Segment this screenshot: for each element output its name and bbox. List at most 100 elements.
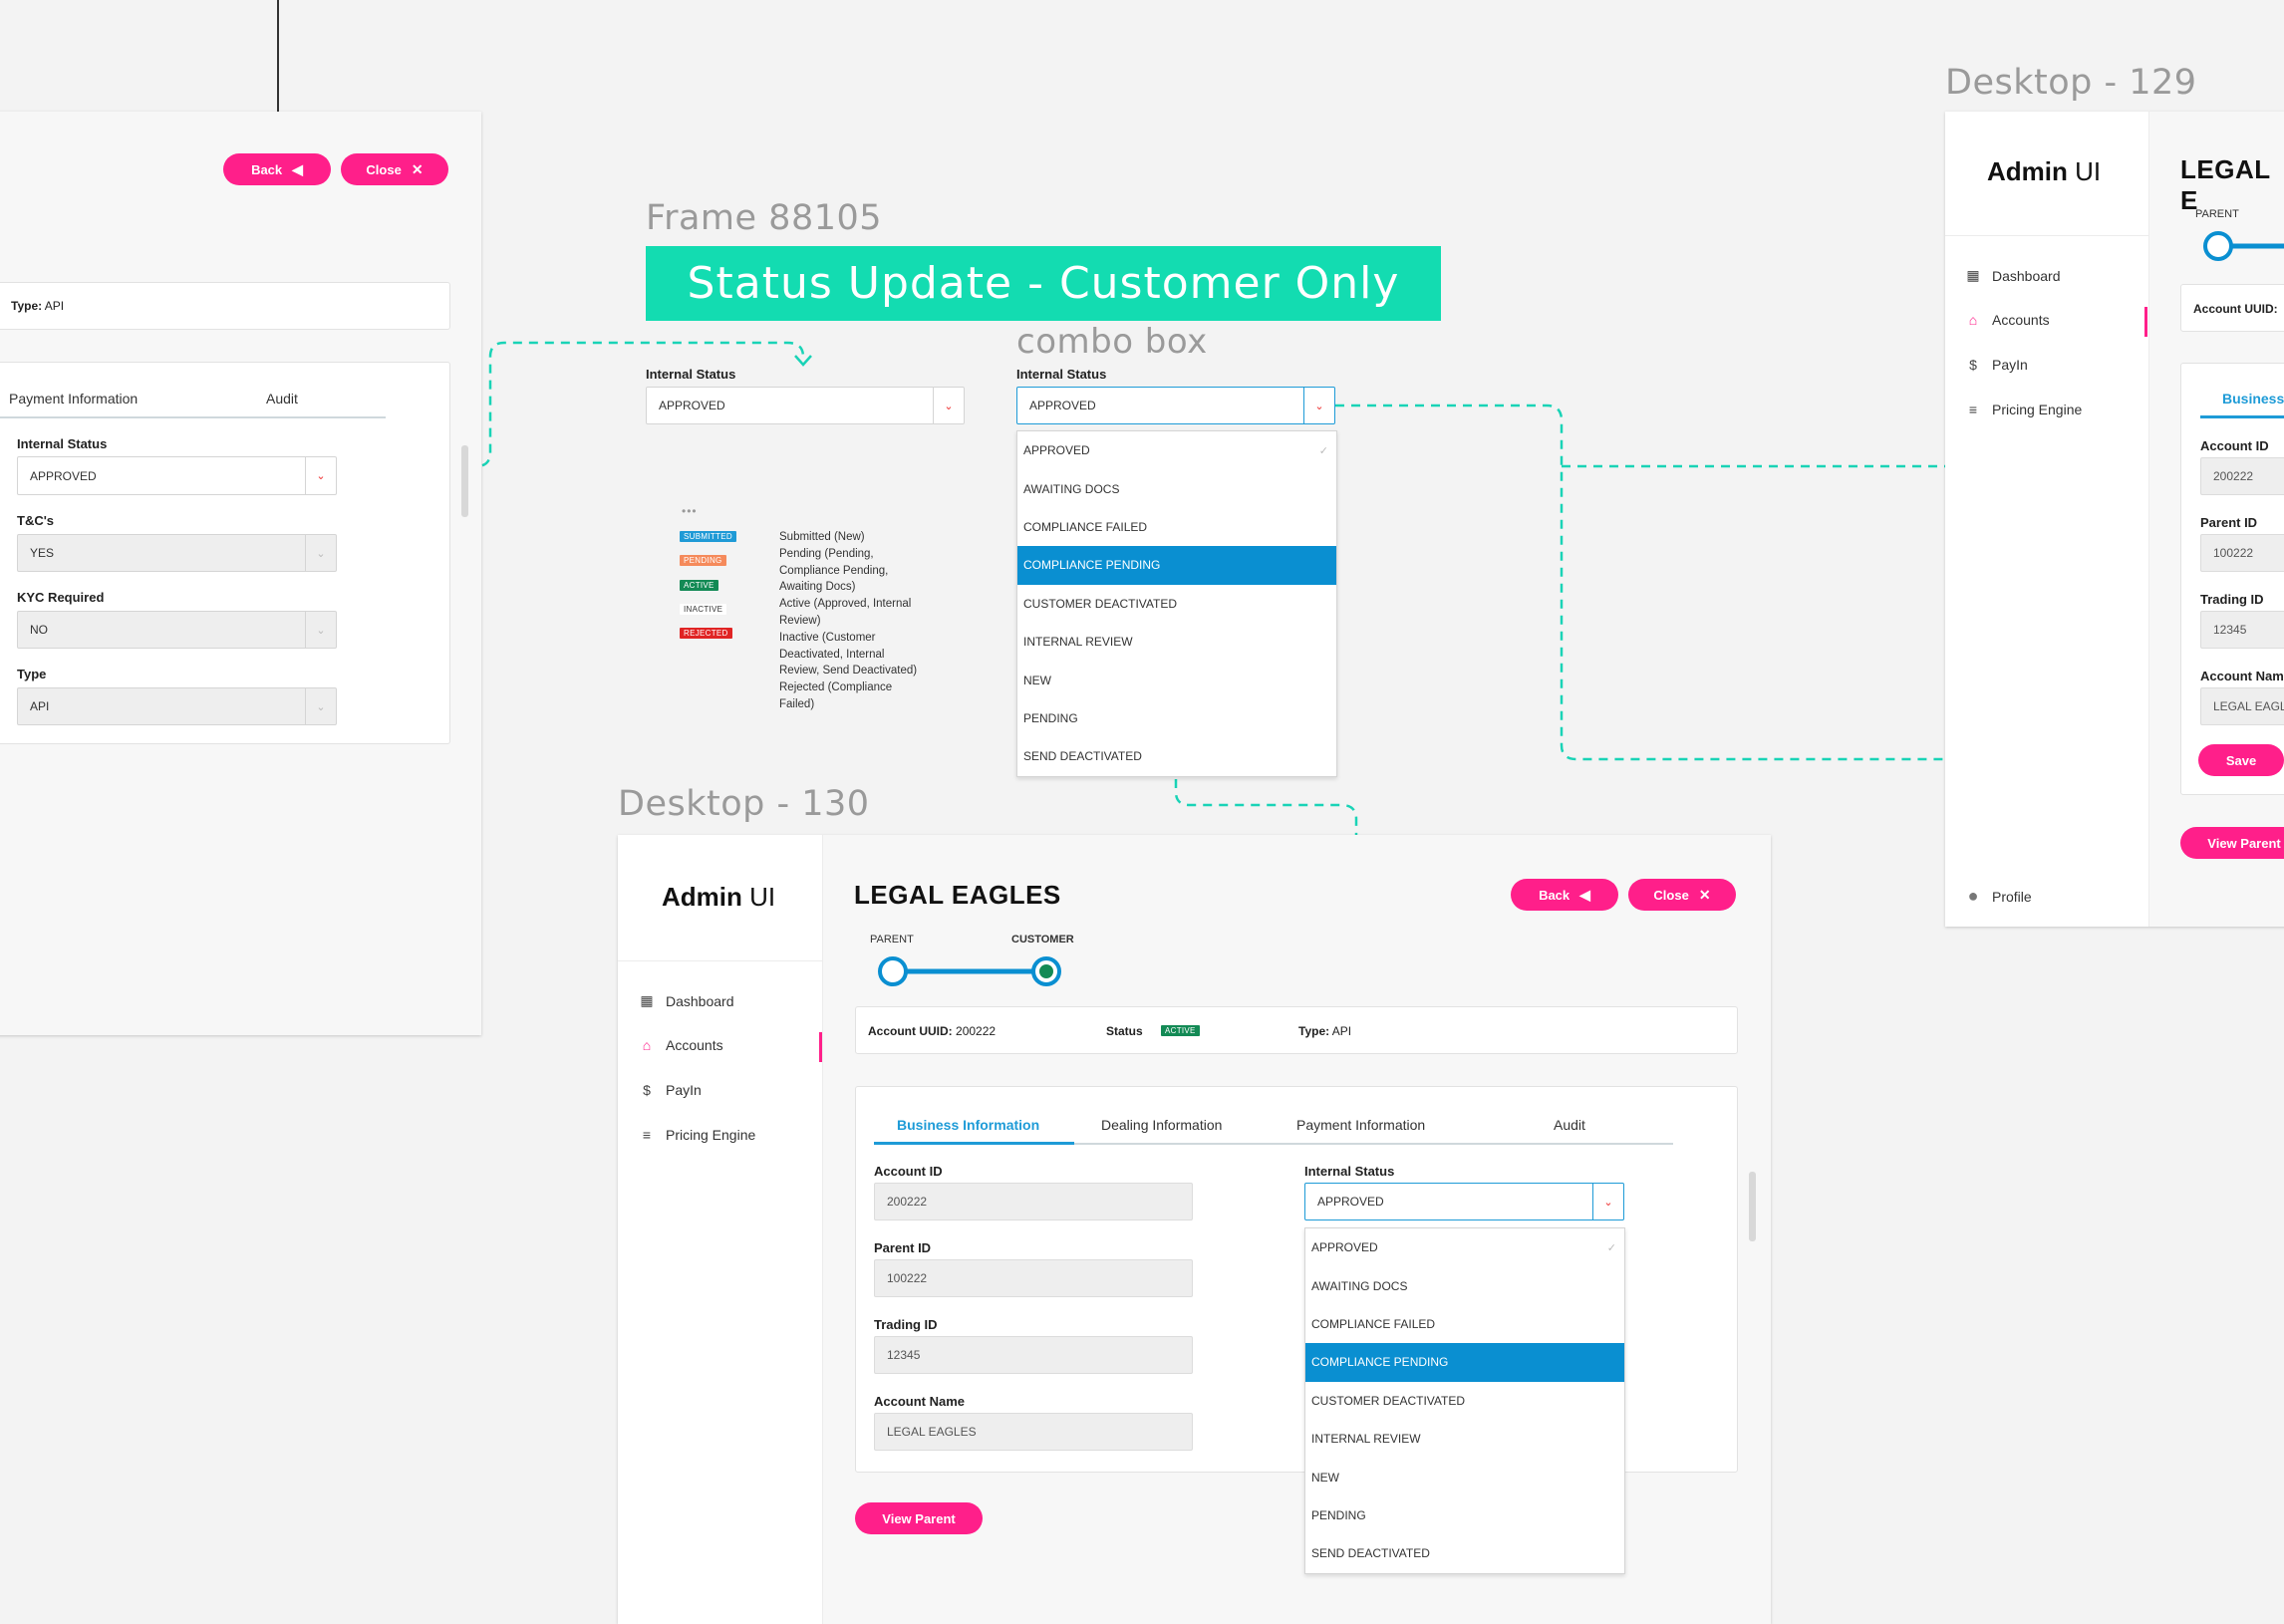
- account-name-label: Account Nam: [2200, 669, 2284, 683]
- parent-id-field[interactable]: 100222: [2200, 534, 2284, 572]
- account-id-field[interactable]: 200222: [2200, 457, 2284, 495]
- view-parent-button[interactable]: View Parent: [2180, 827, 2284, 859]
- nav-label: Pricing Engine: [1992, 402, 2083, 417]
- sidebar-item-profile[interactable]: ●Profile: [1964, 886, 2032, 907]
- combo-internal-status-select[interactable]: APPROVED ⌄: [1016, 387, 1335, 424]
- option-label: APPROVED: [1311, 1240, 1378, 1255]
- option-customer-deactivated[interactable]: CUSTOMER DEACTIVATED: [1017, 585, 1336, 623]
- tab-payment-information[interactable]: Payment Information: [9, 391, 139, 406]
- close-button[interactable]: Close ✕: [341, 153, 448, 185]
- close-label: Close: [366, 161, 402, 177]
- option-pending[interactable]: PENDING: [1305, 1496, 1624, 1534]
- nav-label: PayIn: [666, 1082, 702, 1098]
- scrollbar[interactable]: [1749, 1172, 1756, 1241]
- option-label: AWAITING DOCS: [1023, 481, 1120, 496]
- tab-payment-information[interactable]: Payment Information: [1296, 1117, 1426, 1133]
- kyc-select[interactable]: NO ⌄: [17, 611, 337, 649]
- close-icon: ✕: [1698, 886, 1711, 903]
- back-button[interactable]: Back◀: [1511, 879, 1618, 911]
- option-new[interactable]: NEW: [1305, 1458, 1624, 1495]
- internal-status-select[interactable]: APPROVED ⌄: [646, 387, 965, 424]
- trading-id-field[interactable]: 12345: [874, 1336, 1193, 1374]
- kyc-value: NO: [30, 623, 48, 637]
- account-name-label: Account Name: [874, 1394, 966, 1409]
- trading-id-value: 12345: [2213, 623, 2247, 637]
- sidebar-item-payin[interactable]: $PayIn: [1964, 357, 2028, 373]
- combo-options-list: APPROVED✓ AWAITING DOCS COMPLIANCE FAILE…: [1016, 430, 1337, 777]
- sidebar-item-accounts[interactable]: ⌂Accounts: [638, 1037, 723, 1053]
- option-awaiting-docs[interactable]: AWAITING DOCS: [1305, 1266, 1624, 1304]
- account-id-field[interactable]: 200222: [874, 1183, 1193, 1220]
- option-pending[interactable]: PENDING: [1017, 699, 1336, 737]
- nav-label: Dashboard: [666, 992, 734, 1009]
- scrollbar[interactable]: [461, 445, 468, 517]
- option-compliance-pending[interactable]: COMPLIANCE PENDING: [1017, 546, 1336, 585]
- logo-light: UI: [2075, 156, 2102, 186]
- internal-status-select[interactable]: APPROVED ⌄: [1304, 1183, 1624, 1220]
- sidebar: [1945, 112, 2149, 927]
- option-label: INTERNAL REVIEW: [1311, 1432, 1421, 1447]
- desktop-130-label: Desktop - 130: [618, 784, 870, 824]
- close-button[interactable]: Close✕: [1628, 879, 1736, 911]
- account-name-field[interactable]: LEGAL EAGL: [2200, 687, 2284, 725]
- internal-status-value: APPROVED: [30, 468, 97, 483]
- parent-id-field[interactable]: 100222: [874, 1259, 1193, 1297]
- account-id-value: 200222: [887, 1195, 928, 1209]
- option-approved[interactable]: APPROVED ✓: [1305, 1228, 1624, 1266]
- account-id-label: Account ID: [874, 1164, 943, 1179]
- tab-bar-line: [874, 1143, 1673, 1145]
- option-approved[interactable]: APPROVED✓: [1017, 431, 1336, 469]
- back-label: Back: [251, 161, 283, 177]
- details-card: [2180, 363, 2284, 795]
- chevron-down-icon: ⌄: [933, 388, 964, 423]
- save-button[interactable]: Save: [2198, 744, 2284, 776]
- tc-select[interactable]: YES ⌄: [17, 534, 337, 572]
- sidebar-item-pricing-engine[interactable]: ≡Pricing Engine: [638, 1127, 755, 1143]
- option-internal-review[interactable]: INTERNAL REVIEW: [1017, 623, 1336, 661]
- kyc-label: KYC Required: [17, 590, 105, 605]
- sidebar-item-accounts[interactable]: ⌂ Accounts: [1964, 312, 2050, 328]
- tab-business-information[interactable]: Business: [2222, 391, 2284, 406]
- chevron-down-icon: ⌄: [1592, 1184, 1623, 1219]
- dashboard-icon: ▦: [1966, 267, 1980, 283]
- legend-line: Review): [779, 614, 821, 627]
- option-send-deactivated[interactable]: SEND DEACTIVATED: [1017, 737, 1336, 775]
- option-label: PENDING: [1311, 1507, 1366, 1522]
- option-compliance-failed[interactable]: COMPLIANCE FAILED: [1305, 1305, 1624, 1343]
- option-compliance-failed[interactable]: COMPLIANCE FAILED: [1017, 508, 1336, 546]
- legend-line: Inactive (Customer: [779, 631, 876, 644]
- tab-dealing-information[interactable]: Dealing Information: [1101, 1117, 1223, 1133]
- option-send-deactivated[interactable]: SEND DEACTIVATED: [1305, 1534, 1624, 1572]
- nav-label: Profile: [1992, 888, 2032, 905]
- trading-id-field[interactable]: 12345: [2200, 611, 2284, 649]
- account-uuid: Account UUID: 200222: [868, 1024, 996, 1038]
- parent-id-value: 100222: [2213, 546, 2254, 560]
- sidebar-item-payin[interactable]: $PayIn: [638, 1082, 702, 1098]
- type-info-card: Type: API: [0, 282, 450, 330]
- sidebar-item-pricing-engine[interactable]: ≡Pricing Engine: [1964, 402, 2082, 417]
- legend-line: Deactivated, Internal: [779, 648, 885, 661]
- tab-business-information[interactable]: Business Information: [897, 1117, 1040, 1133]
- account-name-field[interactable]: LEGAL EAGLES: [874, 1413, 1193, 1451]
- legend-line: Pending (Pending,: [779, 547, 874, 560]
- uuid-label: Account UUID:: [868, 1024, 953, 1038]
- tab-audit[interactable]: Audit: [1554, 1117, 1585, 1133]
- nav-label: Accounts: [1992, 312, 2050, 328]
- option-compliance-pending[interactable]: COMPLIANCE PENDING: [1305, 1343, 1624, 1382]
- option-awaiting-docs[interactable]: AWAITING DOCS: [1017, 469, 1336, 507]
- back-button[interactable]: Back ◀: [223, 153, 331, 185]
- bank-icon: ⌂: [1968, 312, 1978, 328]
- option-new[interactable]: NEW: [1017, 661, 1336, 698]
- chevron-down-icon: ⌄: [305, 457, 336, 494]
- option-customer-deactivated[interactable]: CUSTOMER DEACTIVATED: [1305, 1382, 1624, 1420]
- sidebar-item-dashboard[interactable]: ▦Dashboard: [638, 992, 734, 1009]
- option-label: NEW: [1023, 673, 1051, 687]
- sidebar-item-dashboard[interactable]: ▦Dashboard: [1964, 267, 2060, 284]
- check-icon: ✓: [1606, 1241, 1616, 1254]
- option-internal-review[interactable]: INTERNAL REVIEW: [1305, 1420, 1624, 1458]
- account-summary-card: Account UUID:: [2180, 284, 2284, 332]
- tab-audit[interactable]: Audit: [266, 391, 298, 406]
- internal-status-select[interactable]: APPROVED ⌄: [17, 456, 337, 495]
- type-select[interactable]: API ⌄: [17, 687, 337, 725]
- view-parent-button[interactable]: View Parent: [855, 1502, 983, 1534]
